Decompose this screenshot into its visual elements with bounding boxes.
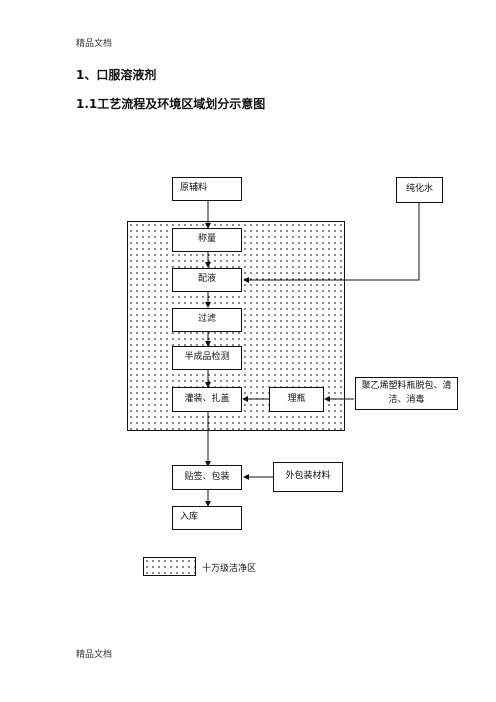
page-header: 精品文档 [76,39,113,49]
legend-clean-zone-label: 十万级洁净区 [202,564,257,574]
node-filtering-label: 过滤 [197,314,216,325]
node-semi-product-test: 半成品检测 [172,346,242,370]
node-weighing: 称量 [172,228,242,252]
node-filling-capping: 灌装、扎盖 [172,387,242,412]
legend-clean-zone-swatch [143,557,196,576]
section-title: 1、口服溶液剂 [76,68,157,82]
arrow-water-to-mixing [243,203,420,283]
node-bottle-sorting: 理瓶 [269,387,324,412]
node-warehousing-label: 入库 [180,512,199,523]
page-footer: 精品文档 [76,650,113,660]
node-bottle-prep-line2: 洁、消毒 [388,394,425,405]
node-bottle-prep-line1: 聚乙烯塑料瓶脱包、清 [361,381,452,391]
node-filtering: 过滤 [172,308,242,332]
node-filling-capping-label: 灌装、扎盖 [184,393,230,404]
node-labeling-packing: 贴签、包装 [172,465,242,490]
node-raw-material: 原辅料 [172,177,242,201]
node-purified-water: 纯化水 [396,177,443,203]
node-mixing-label: 配液 [197,274,216,285]
node-outer-packaging-label: 外包装材料 [285,471,331,482]
node-bottle-prep: 聚乙烯塑料瓶脱包、清 洁、消毒 [355,377,458,410]
node-raw-material-label: 原辅料 [180,183,208,194]
node-purified-water-label: 纯化水 [405,184,433,195]
node-labeling-packing-label: 贴签、包装 [184,471,230,482]
node-mixing: 配液 [172,268,242,292]
node-outer-packaging: 外包装材料 [273,462,343,492]
subsection-title: 1.1工艺流程及环境区域划分示意图 [76,97,266,111]
node-bottle-sorting-label: 理瓶 [287,393,306,404]
node-warehousing: 入库 [172,506,242,530]
node-weighing-label: 称量 [197,234,216,245]
node-semi-product-test-label: 半成品检测 [184,352,230,363]
